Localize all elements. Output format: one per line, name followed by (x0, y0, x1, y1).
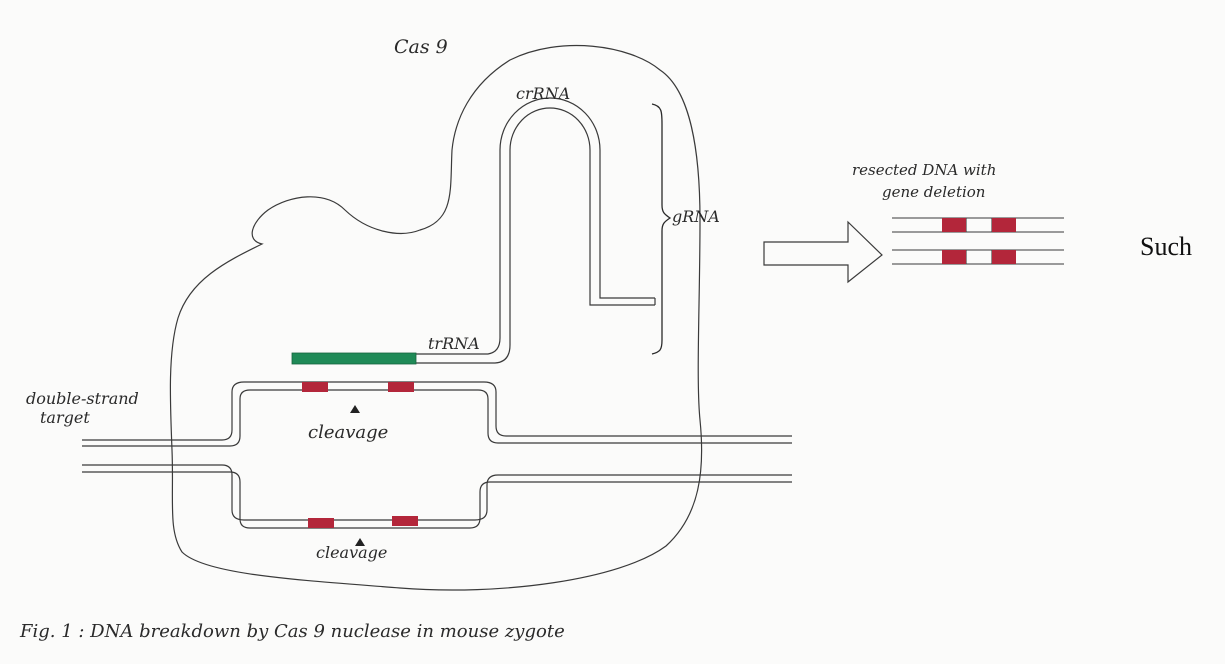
label-grna: gRNA (672, 207, 720, 226)
resected-cut-bottom-right (992, 250, 1016, 264)
label-target: target (40, 408, 90, 427)
cut-site-upper-right (388, 382, 414, 392)
cut-site-lower-right (392, 516, 418, 526)
cleavage-marker-top (350, 405, 360, 413)
process-arrow (764, 222, 882, 282)
grna-strand-outer (415, 108, 655, 363)
resected-dna-result (892, 218, 1064, 264)
label-crrna: crRNA (516, 84, 570, 103)
dna-upper-strand-inner (82, 390, 792, 446)
label-resected-dna: resected DNA with (852, 161, 996, 179)
cut-site-lower-left (308, 518, 334, 528)
body-text-fragment: Such (1140, 232, 1192, 262)
resected-cut-top-right (992, 218, 1016, 232)
label-trrna: trRNA (428, 334, 480, 353)
label-cas9: Cas 9 (394, 36, 448, 58)
resected-cut-top-left (942, 218, 966, 232)
label-gene-deletion: gene deletion (882, 183, 985, 201)
dna-upper-strand-outer (82, 382, 792, 440)
resected-cut-bottom-left (942, 250, 966, 264)
dna-lower-strand-outer (82, 465, 792, 520)
grna-bracket (652, 104, 670, 354)
figure-caption: Fig. 1 : DNA breakdown by Cas 9 nuclease… (19, 621, 565, 642)
label-cleavage-top: cleavage (308, 422, 388, 443)
guide-sequence-bar (292, 353, 416, 364)
grna-strand-inner (415, 98, 655, 354)
label-cleavage-bottom: cleavage (316, 543, 387, 562)
cas9-protein-outline (170, 46, 701, 591)
label-double-strand: double-strand (26, 389, 139, 408)
cut-site-upper-left (302, 382, 328, 392)
